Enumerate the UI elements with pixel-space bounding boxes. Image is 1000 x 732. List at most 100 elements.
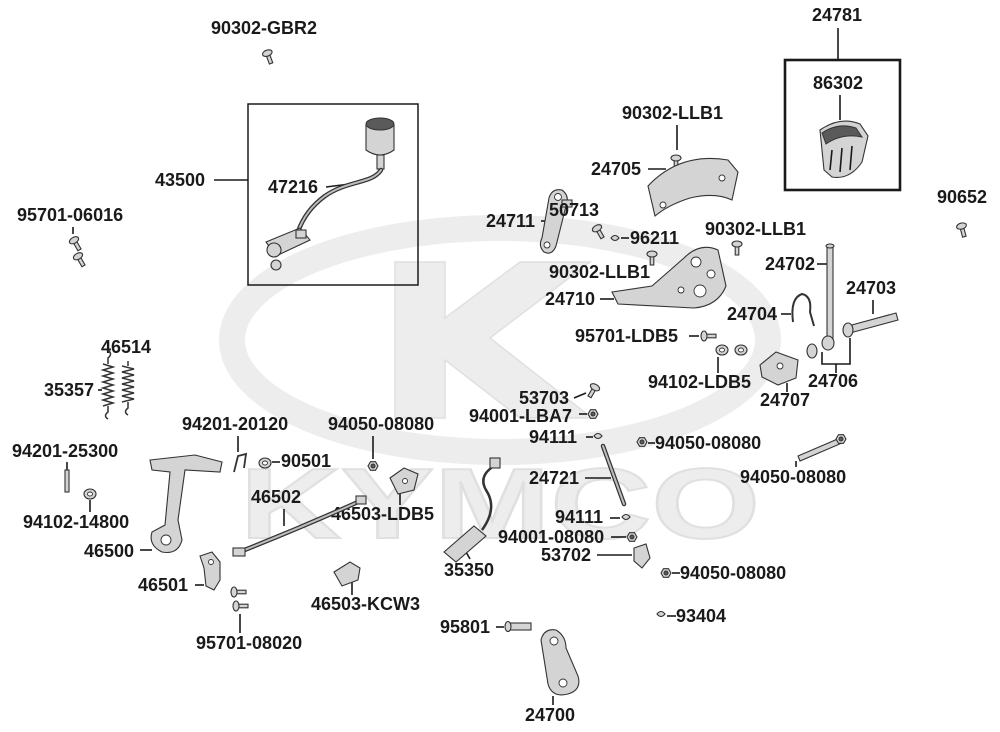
part-46514-spring [121, 361, 135, 416]
part-46502-end [232, 547, 246, 557]
label-46500: 46500 [84, 541, 134, 561]
label-46502: 46502 [251, 487, 301, 507]
callout-46500: 46500 [84, 454, 223, 561]
callout-24706: 24706 [806, 335, 858, 391]
part-47216-hose-inner [297, 169, 382, 233]
label-93404: 93404 [676, 606, 726, 626]
part-95701-08020-bolt [230, 586, 247, 598]
callout-95701-08020: 95701-08020 [196, 586, 302, 653]
part-94102-14800-washer [83, 488, 97, 500]
part-24707-hole [776, 362, 784, 370]
callout-46502: 46502 [232, 487, 367, 557]
label-95801: 95801 [440, 617, 490, 637]
callout-94001-lba7: 94001-LBA7 [469, 406, 599, 426]
label-24781: 24781 [812, 5, 862, 25]
label-53703: 53703 [519, 388, 569, 408]
part-47216-rod-end [270, 259, 282, 271]
callout-94201-20120: 94201-20120 [182, 414, 288, 473]
label-86302: 86302 [813, 73, 863, 93]
label-24702: 24702 [765, 254, 815, 274]
part-24705-cover [647, 157, 739, 218]
callout-94050-08080-right: 94050-08080 [740, 434, 847, 487]
label-94050-08080-left: 94050-08080 [328, 414, 434, 434]
part-53703-joint [584, 381, 602, 400]
callout-93404: 93404 [656, 606, 726, 626]
part-24711-hole [554, 193, 562, 201]
label-24721: 24721 [529, 468, 579, 488]
part-86302-knob-grip [829, 145, 853, 173]
label-43500: 43500 [155, 170, 205, 190]
part-96211-clip [610, 234, 620, 242]
part-24711-hole-2 [543, 241, 551, 249]
callout-95701-ldb5: 95701-LDB5 [575, 326, 717, 346]
leader-53703 [573, 392, 587, 399]
part-94001-08080-nut [626, 532, 638, 542]
label-94102-14800: 94102-14800 [23, 512, 129, 532]
assembly-box-43500 [247, 103, 419, 286]
label-95701-ldb5: 95701-LDB5 [575, 326, 678, 346]
part-94050-08080-left-nut [367, 461, 379, 471]
label-47216: 47216 [268, 177, 318, 197]
label-94201-25300: 94201-25300 [12, 441, 118, 461]
label-90501: 90501 [281, 451, 331, 471]
part-24710-hole [690, 256, 702, 268]
label-24706: 24706 [808, 371, 858, 391]
callout-94050-08080-mid: 94050-08080 [636, 433, 761, 453]
callout-90302-llb1-top: 90302-LLB1 [622, 103, 723, 170]
part-24700-arm [540, 629, 580, 696]
label-90302-llb1-right: 90302-LLB1 [705, 219, 806, 239]
part-24704-spring-clip [791, 292, 815, 327]
part-24702-shaft [826, 245, 834, 347]
part-95701-ldb5-bolt [700, 330, 717, 342]
part-90652-bolt [955, 221, 970, 239]
label-24703: 24703 [846, 278, 896, 298]
callout-24711: 24711 [486, 189, 573, 254]
callout-94102-ldb5: 94102-LDB5 [648, 344, 751, 392]
part-24710-hole-4 [677, 286, 685, 294]
part-24711-arm [539, 189, 568, 254]
callout-94001-08080: 94001-08080 [498, 527, 638, 547]
part-94050-08080-right-bolt-head [835, 434, 847, 444]
part-90302-gbr2-bolt [261, 48, 277, 66]
part-53702-joint [633, 543, 651, 569]
label-24710: 24710 [545, 289, 595, 309]
part-46500-pivot [160, 534, 172, 546]
part-46502-end-2 [355, 495, 367, 505]
callout-94102-14800: 94102-14800 [23, 488, 129, 532]
part-95701-06016-bolt-2 [71, 250, 89, 269]
part-90501-washer [258, 457, 272, 469]
label-46501: 46501 [138, 575, 188, 595]
label-95701-08020: 95701-08020 [196, 633, 302, 653]
part-94050-08080-right-bolt [797, 437, 843, 462]
label-50713: 50713 [549, 200, 599, 220]
callout-94201-25300: 94201-25300 [12, 441, 118, 493]
label-94050-08080-mid: 94050-08080 [655, 433, 761, 453]
part-46500-pedal [149, 454, 223, 554]
callout-94111-top: 94111 [529, 427, 603, 447]
label-24711: 24711 [486, 211, 535, 231]
callout-47216: 47216 [265, 117, 395, 271]
callout-46514: 46514 [101, 337, 151, 416]
label-24707: 24707 [760, 390, 810, 410]
label-24700: 24700 [525, 705, 575, 725]
label-35357: 35357 [44, 380, 94, 400]
callout-90501: 90501 [258, 451, 331, 471]
label-53702: 53702 [541, 545, 591, 565]
callout-94111-lower: 94111 [555, 507, 631, 527]
part-94001-lba7-nut [587, 409, 599, 419]
part-24700-hole [549, 636, 559, 646]
callout-24705: 24705 [591, 157, 739, 218]
callout-86302: 86302 [813, 73, 869, 178]
part-93404-clip [656, 610, 666, 618]
label-46514: 46514 [101, 337, 151, 357]
part-46502-rod-inner [241, 501, 359, 552]
label-94111-top: 94111 [529, 427, 577, 447]
callout-90652: 90652 [937, 187, 987, 239]
callout-50713: 50713 [549, 200, 608, 241]
label-94050-08080-right: 94050-08080 [740, 467, 846, 487]
part-24711-pin [561, 199, 573, 208]
label-90302-llb1-top: 90302-LLB1 [622, 103, 723, 123]
callout-96211: 96211 [610, 228, 679, 248]
label-90302-llb1-mid: 90302-LLB1 [549, 262, 650, 282]
part-24706-collar [806, 343, 818, 359]
